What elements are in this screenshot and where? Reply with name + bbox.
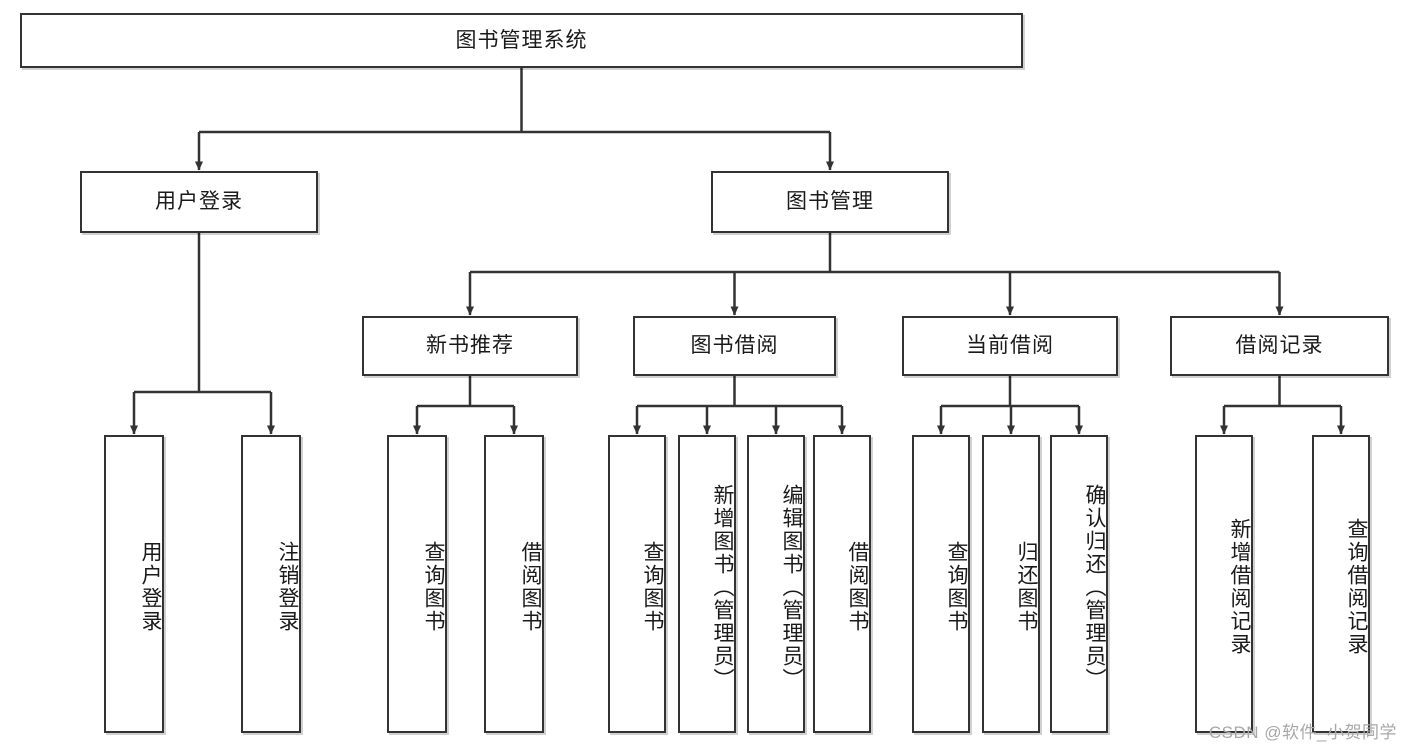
node-borrow-record[interactable]: 借阅记录	[1170, 316, 1389, 376]
node-label: 查询图书	[422, 541, 445, 633]
leaf-recommend-query-book[interactable]: 查询图书	[387, 435, 447, 733]
node-label: 借阅图书	[846, 541, 869, 633]
leaf-borrow-query-book[interactable]: 查询图书	[608, 435, 666, 733]
node-label: 用户登录	[139, 541, 162, 633]
node-label: 查询借阅记录	[1345, 518, 1368, 656]
node-book-borrow[interactable]: 图书借阅	[633, 316, 836, 376]
node-label: 新书推荐	[426, 334, 514, 358]
node-label: 用户登录	[155, 190, 243, 214]
node-label: 图书借阅	[690, 334, 779, 358]
leaf-borrow-edit-book-admin[interactable]: 编辑图书（管理员）	[747, 435, 805, 733]
node-label: 图书管理	[786, 190, 874, 214]
leaf-recommend-borrow-book[interactable]: 借阅图书	[484, 435, 544, 733]
leaf-borrow-add-book-admin[interactable]: 新增图书（管理员）	[678, 435, 736, 733]
node-root-system[interactable]: 图书管理系统	[20, 13, 1023, 68]
leaf-user-login[interactable]: 用户登录	[104, 435, 164, 733]
leaf-current-confirm-return-admin[interactable]: 确认归还（管理员）	[1050, 435, 1108, 733]
node-label: 确认归还（管理员）	[1083, 483, 1106, 691]
node-label: 新增图书（管理员）	[711, 483, 734, 691]
node-label: 借阅图书	[519, 541, 542, 633]
node-new-book-recommend[interactable]: 新书推荐	[362, 316, 578, 376]
leaf-user-logout[interactable]: 注销登录	[241, 435, 301, 733]
node-label: 查询图书	[945, 541, 968, 633]
leaf-borrow-borrow-book[interactable]: 借阅图书	[813, 435, 871, 733]
node-label: 当前借阅	[966, 334, 1054, 358]
node-book-management[interactable]: 图书管理	[711, 171, 949, 233]
node-user-login[interactable]: 用户登录	[80, 171, 318, 233]
node-label: 新增借阅记录	[1228, 518, 1251, 656]
leaf-current-query-book[interactable]: 查询图书	[912, 435, 970, 733]
node-current-borrow[interactable]: 当前借阅	[902, 316, 1118, 376]
watermark: CSDN @软件_小贺同学	[1208, 723, 1397, 742]
node-label: 图书管理系统	[455, 28, 588, 52]
leaf-record-add-borrow-record[interactable]: 新增借阅记录	[1195, 435, 1253, 733]
node-label: 编辑图书（管理员）	[780, 483, 803, 691]
leaf-record-query-borrow-record[interactable]: 查询借阅记录	[1312, 435, 1370, 733]
node-label: 查询图书	[641, 541, 664, 633]
node-label: 借阅记录	[1235, 334, 1324, 358]
node-label: 归还图书	[1015, 541, 1038, 633]
node-label: 注销登录	[276, 541, 299, 633]
leaf-current-return-book[interactable]: 归还图书	[982, 435, 1040, 733]
